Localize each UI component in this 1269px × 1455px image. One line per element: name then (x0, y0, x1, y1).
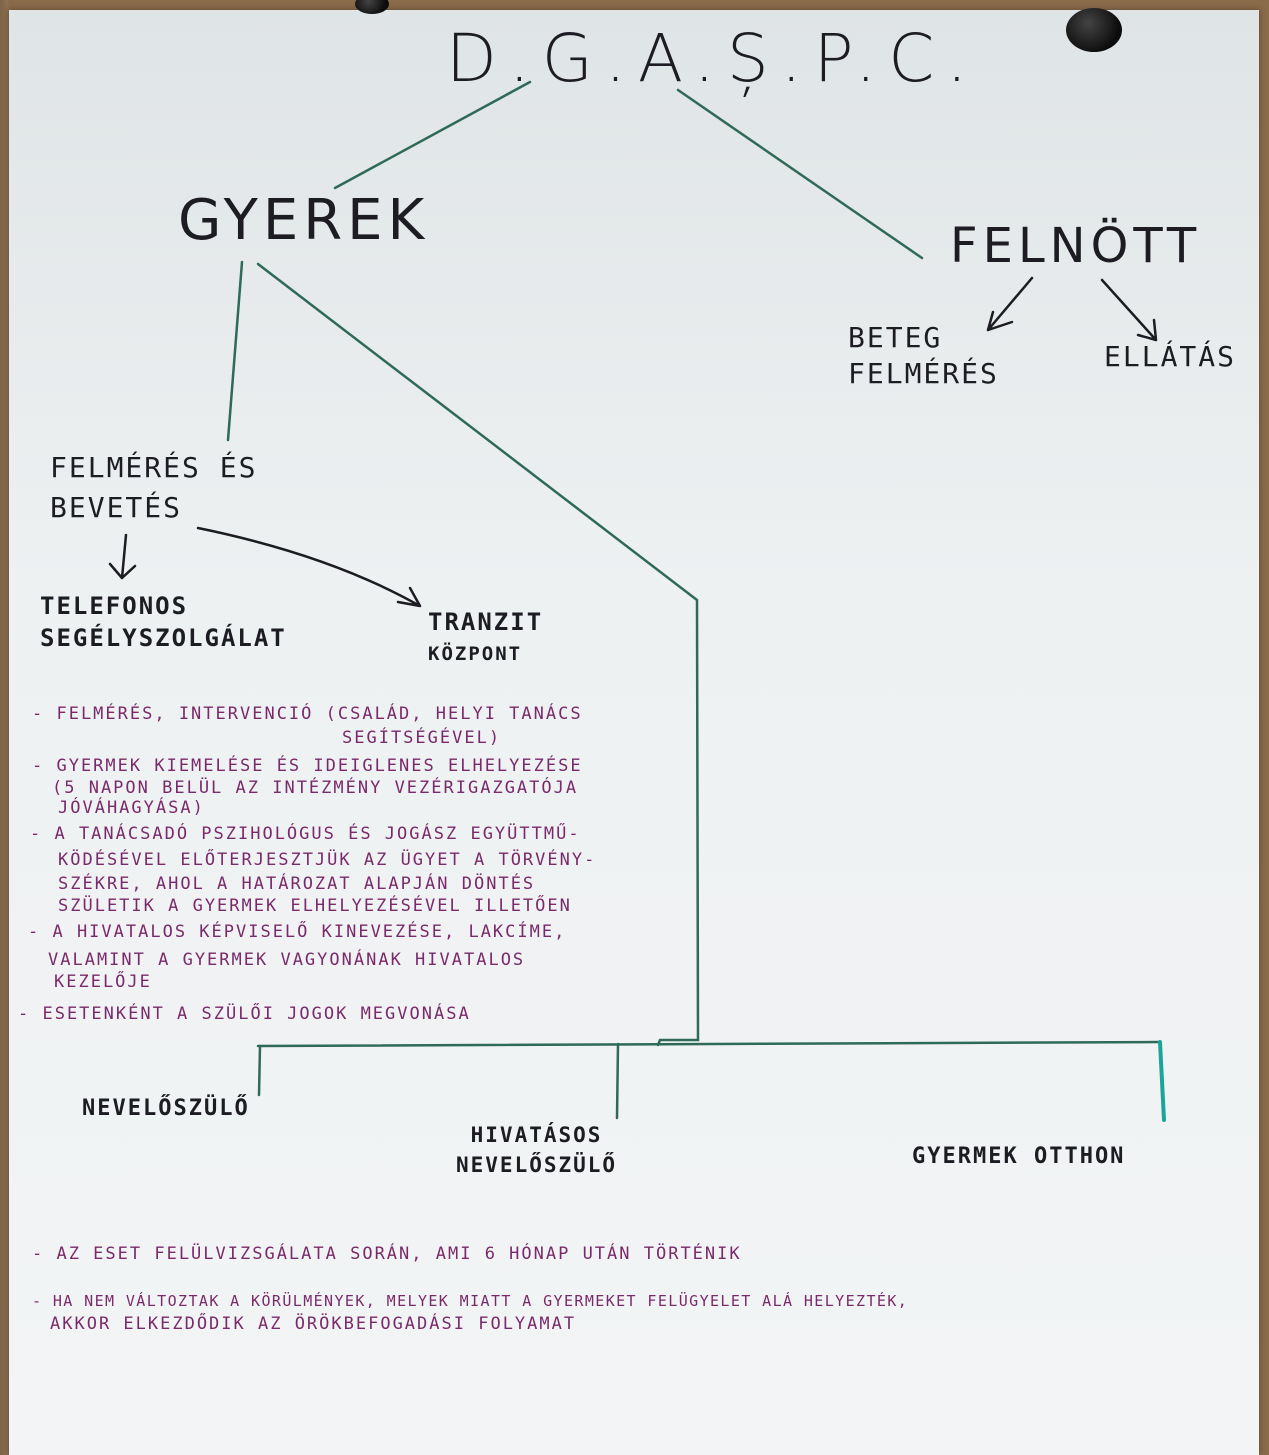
note-line: - ESETENKÉNT A SZÜLŐI JOGOK MEGVONÁSA (18, 1004, 471, 1024)
arrow-adult-to-care (1100, 278, 1158, 342)
assessment-line1: FELMÉRÉS ÉS (50, 451, 258, 484)
helpline-line1: TELEFONOS (40, 592, 189, 620)
magnet-left (355, 0, 389, 14)
arrow-assessment-to-transit (196, 526, 422, 608)
note-line: (5 NAPON BELÜL AZ INTÉZMÉNY VEZÉRIGAZGAT… (52, 778, 579, 798)
note-line: - HA NEM VÁLTOZTAK A KÖRÜLMÉNYEK, MELYEK… (32, 1292, 909, 1310)
line-to-children-home (1158, 1040, 1166, 1122)
transit-line1: TRANZIT (428, 608, 544, 636)
note-line: SEGÍTSÉGÉVEL) (342, 728, 502, 748)
patient-assessment-line2: FELMÉRÉS (848, 357, 999, 390)
patient-assessment-line1: BETEG (848, 321, 943, 354)
line-child-to-assessment (226, 260, 244, 442)
note-line: AKKOR ELKEZDŐDIK AZ ÖRÖKBEFOGADÁSI FOLYA… (50, 1314, 577, 1334)
note-line: SZÉKRE, AHOL A HATÁROZAT ALAPJÁN DÖNTÉS (58, 874, 536, 894)
note-line: - AZ ESET FELÜLVIZSGÁLATA SORÁN, AMI 6 H… (32, 1244, 742, 1264)
helpline-line2: SEGÉLYSZOLGÁLAT (40, 624, 287, 652)
professional-foster-line1: HIVATÁSOS (470, 1123, 603, 1147)
professional-foster-line2: NEVELŐSZÜLŐ (456, 1153, 618, 1177)
note-line: - FELMÉRÉS, INTERVENCIÓ (CSALÁD, HELYI T… (32, 704, 583, 724)
arrow-assessment-to-helpline (108, 533, 137, 580)
magnet-right (1066, 8, 1122, 52)
note-line: - A HIVATALOS KÉPVISELŐ KINEVEZÉSE, LAKC… (28, 922, 567, 942)
line-child-to-trunk (256, 262, 700, 1047)
helpline-node: TELEFONOS SEGÉLYSZOLGÁLAT (40, 590, 287, 654)
note-line: VALAMINT A GYERMEK VAGYONÁNAK HIVATALOS (48, 950, 526, 970)
transit-node: TRANZIT KÖZPONT (428, 606, 543, 670)
note-line: KÖDÉSÉVEL ELŐTERJESZTJÜK AZ ÜGYET A TÖRV… (58, 850, 597, 870)
children-home-node: GYERMEK OTTHON (912, 1144, 1126, 1169)
line-root-to-child (333, 80, 532, 190)
note-line: KEZELŐJE (54, 972, 152, 992)
note-line: - GYERMEK KIEMELÉSE ÉS IDEIGLENES ELHELY… (32, 756, 583, 776)
line-placement-bar (256, 1040, 1162, 1048)
assessment-node: FELMÉRÉS ÉS BEVETÉS (50, 448, 257, 528)
note-line: - A TANÁCSADÓ PSZIHOLÓGUS ÉS JOGÁSZ EGYÜ… (30, 824, 581, 844)
transit-line2: KÖZPONT (428, 643, 523, 665)
line-to-foster (257, 1044, 262, 1097)
flipchart-paper (9, 10, 1259, 1455)
care-node: ELLÁTÁS (1104, 340, 1237, 373)
note-line: JÓVÁHAGYÁSA) (58, 798, 205, 818)
child-node: GYEREK (178, 188, 430, 253)
assessment-line2: BEVETÉS (50, 491, 183, 524)
patient-assessment-node: BETEG FELMÉRÉS (848, 320, 999, 392)
adult-node: FELNÖTT (950, 218, 1202, 274)
root-node: D.G.A.Ș.P.C. (446, 20, 980, 97)
professional-foster-node: HIVATÁSOS NEVELŐSZÜLŐ (456, 1120, 617, 1180)
note-line: SZÜLETIK A GYERMEK ELHELYEZÉSÉVEL ILLETŐ… (58, 896, 572, 916)
line-root-to-adult (676, 88, 924, 260)
foster-parent-node: NEVELŐSZÜLŐ (82, 1096, 250, 1121)
line-to-professional-foster (615, 1042, 620, 1120)
arrow-adult-to-patient (986, 276, 1034, 332)
